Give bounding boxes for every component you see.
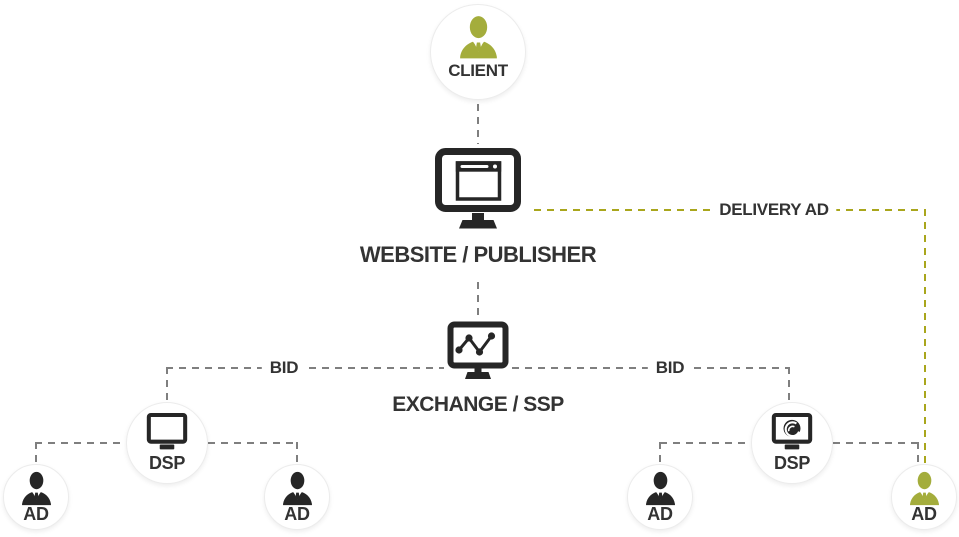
edge-dsp-right-ad-inner-horizontal [660,442,751,444]
node-dsp-right: DSP [751,402,833,484]
node-exchange-label: EXCHANGE / SSP [392,393,564,416]
edge-dsp-left-ad-outer-horizontal [35,442,126,444]
bid-right-edge-label: BID [647,358,693,378]
edge-bid-right-vertical [788,367,790,402]
swirl-monitor-icon [766,413,818,455]
edge-delivery-ad-vertical [924,209,926,464]
businessman-icon [279,471,316,508]
edge-website-exchange [477,282,479,320]
exchange-chart-monitor-icon [446,321,510,383]
node-ad-left-inner-label: AD [284,504,310,524]
node-dsp-left: DSP [126,402,208,484]
website-browser-monitor-icon [434,147,522,233]
edge-dsp-right-ad-inner-vertical [659,442,661,464]
delivery-ad-edge-label: DELIVERY AD [711,200,837,220]
edge-client-website [477,104,479,144]
edge-dsp-left-ad-inner-horizontal [208,442,297,444]
edge-dsp-right-ad-outer-vertical [917,442,919,464]
node-dsp-left-label: DSP [148,453,186,473]
node-ad-right-inner: AD [627,464,693,530]
node-ad-left-outer-label: AD [23,504,49,524]
node-client: CLIENT [430,4,526,100]
node-website-label: WEBSITE / PUBLISHER [359,242,597,267]
edge-dsp-left-ad-outer-vertical [35,442,37,464]
businessman-icon [455,15,502,62]
edge-dsp-left-ad-inner-vertical [296,442,298,464]
businessman-icon [18,471,55,508]
node-dsp-right-label: DSP [773,453,811,473]
edge-dsp-right-ad-outer-horizontal [833,442,918,444]
monitor-icon [141,413,193,455]
node-client-label: CLIENT [448,61,508,80]
bid-left-edge-label: BID [261,358,307,378]
node-ad-right-outer-label: AD [911,504,937,524]
node-ad-left-inner: AD [264,464,330,530]
businessman-icon [906,471,943,508]
node-ad-right-inner-label: AD [647,504,673,524]
node-ad-left-outer: AD [3,464,69,530]
businessman-icon [642,471,679,508]
node-ad-right-outer: AD [891,464,957,530]
edge-bid-left-vertical [166,367,168,402]
